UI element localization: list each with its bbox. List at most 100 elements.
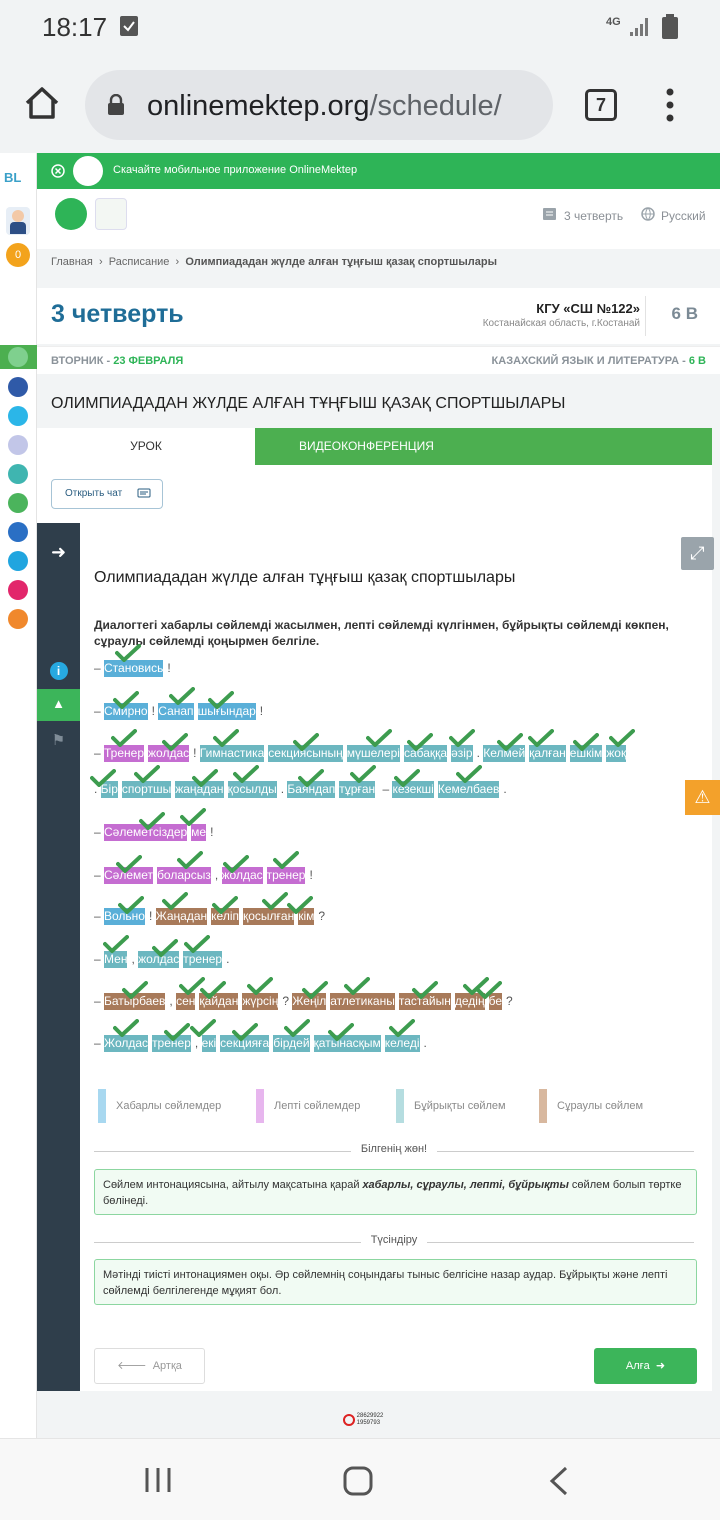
selectable-word[interactable]: қосылды — [227, 781, 277, 798]
home-icon[interactable] — [24, 86, 60, 120]
selectable-word[interactable]: Смирно — [104, 703, 148, 720]
recent-apps-icon[interactable] — [144, 1466, 172, 1494]
rail-item-media[interactable] — [8, 551, 28, 571]
punctuation: – — [94, 746, 105, 760]
selectable-word[interactable]: сен — [176, 993, 196, 1010]
selectable-word[interactable]: дедің — [454, 993, 485, 1010]
selectable-word[interactable]: әзір — [451, 745, 473, 762]
next-button[interactable]: Алға ➜ — [594, 1348, 697, 1384]
selectable-word[interactable]: Сәлеметсіздер — [104, 824, 188, 841]
expand-icon[interactable]: ⤢ — [681, 537, 714, 570]
warning-icon[interactable]: ⚠ — [685, 780, 720, 815]
selectable-word[interactable]: Жаңадан — [155, 908, 208, 925]
selectable-word[interactable]: секциясының — [268, 745, 343, 762]
check-icon — [164, 1023, 191, 1041]
graduation-cap-icon[interactable]: ▲ — [37, 689, 80, 721]
selectable-word[interactable]: Бір — [100, 781, 118, 798]
selectable-word[interactable]: Сәлемет — [104, 867, 154, 884]
rail-item-help[interactable] — [8, 406, 28, 426]
selectable-word[interactable]: тренер — [152, 1035, 191, 1052]
selectable-word[interactable]: ме — [191, 824, 207, 841]
bilimland-logo[interactable]: BL — [4, 170, 22, 185]
rail-item-smart[interactable] — [8, 377, 28, 397]
selectable-word[interactable]: Санап — [158, 703, 194, 720]
tab-videoconference[interactable]: ВИДЕОКОНФЕРЕНЦИЯ — [255, 428, 712, 465]
legend-item-imperative[interactable]: Бұйрықты сөйлем — [392, 1089, 527, 1123]
tab-switcher-button[interactable]: 7 — [585, 89, 617, 121]
selectable-word[interactable]: Тренер — [104, 745, 144, 762]
user-avatar[interactable] — [6, 207, 30, 235]
flag-icon[interactable]: ⚑ — [51, 732, 66, 749]
selectable-word[interactable]: келіп — [211, 908, 239, 925]
more-options-icon[interactable] — [664, 88, 676, 122]
rail-item-green[interactable] — [8, 493, 28, 513]
dialogue-line: – Становись! — [94, 660, 171, 680]
selectable-word[interactable]: тренер — [183, 951, 223, 968]
selectable-word[interactable]: кім — [298, 908, 315, 925]
selectable-word[interactable]: қалған — [529, 745, 566, 762]
rail-item-onlinemektep[interactable] — [0, 345, 37, 369]
selectable-word[interactable]: Келмей — [483, 745, 526, 762]
selectable-word[interactable]: тұрған — [339, 781, 376, 798]
arrow-right-icon[interactable]: ➜ — [50, 542, 67, 562]
selectable-word[interactable]: спортшы — [121, 781, 172, 798]
nis-logo[interactable] — [95, 198, 127, 230]
selectable-word[interactable]: тренер — [266, 867, 306, 884]
info-icon[interactable]: i — [37, 656, 80, 686]
selectable-word[interactable]: қатынасқым — [313, 1035, 381, 1052]
selectable-word[interactable]: тастайын — [398, 993, 451, 1010]
selectable-word[interactable]: жаңадан — [175, 781, 224, 798]
selectable-word[interactable]: жүрсің — [242, 993, 279, 1010]
selectable-word[interactable]: Баяндап — [287, 781, 336, 798]
breadcrumb-home[interactable]: Главная — [51, 256, 93, 268]
selectable-word[interactable]: жоқ — [606, 745, 627, 762]
punctuation: ! — [210, 825, 214, 839]
check-icon — [161, 733, 188, 751]
rail-item-blue[interactable] — [8, 522, 28, 542]
selectable-word[interactable]: Жолдас — [104, 1035, 149, 1052]
quarter-link[interactable]: 3 четверть — [564, 209, 624, 223]
selectable-word[interactable]: Батырбаев — [104, 993, 166, 1010]
app-banner[interactable]: Скачайте мобильное приложение OnlineMekt… — [37, 153, 720, 189]
points-badge[interactable]: 0 — [6, 243, 30, 267]
rail-item-bilim[interactable] — [8, 464, 28, 484]
selectable-word[interactable]: қосылған — [242, 908, 295, 925]
selectable-word[interactable]: шығындар — [197, 703, 256, 720]
back-nav-icon[interactable] — [548, 1466, 570, 1496]
selectable-word[interactable]: боларсыз — [157, 867, 211, 884]
legend-item-interrogative[interactable]: Сұраулы сөйлем — [535, 1089, 670, 1123]
selectable-word[interactable]: Жеңіл — [292, 993, 327, 1010]
selectable-word[interactable]: Гимнастика — [199, 745, 265, 762]
close-icon[interactable] — [51, 164, 65, 178]
selectable-word[interactable]: мүшелері — [346, 745, 400, 762]
selectable-word[interactable]: Становись — [104, 660, 164, 677]
selectable-word[interactable]: бе — [488, 993, 502, 1010]
selectable-word[interactable]: секцияға — [220, 1035, 270, 1052]
selectable-word[interactable]: Кемелбаев — [437, 781, 500, 798]
selectable-word[interactable]: екі — [201, 1035, 217, 1052]
selectable-word[interactable]: Вольно — [104, 908, 145, 925]
selectable-word[interactable]: келеді — [384, 1035, 420, 1052]
language-link[interactable]: Русский — [661, 209, 706, 223]
selectable-word[interactable]: жолдас — [148, 745, 190, 762]
back-button[interactable]: 🡐 Артқа — [94, 1348, 205, 1384]
tab-lesson[interactable]: УРОК — [37, 428, 255, 465]
punctuation: – — [94, 825, 105, 839]
selectable-word[interactable]: атлетиканы — [330, 993, 395, 1010]
rail-item-tutor[interactable] — [8, 580, 28, 600]
open-chat-button[interactable]: Открыть чат — [51, 479, 163, 509]
selectable-word[interactable]: ешкім — [569, 745, 603, 762]
selectable-word[interactable]: Мен — [104, 951, 128, 968]
selectable-word[interactable]: бірдей — [273, 1035, 310, 1052]
selectable-word[interactable]: жолдас — [138, 951, 180, 968]
url-bar[interactable]: onlinemektep.org/schedule/ — [85, 70, 553, 140]
legend-item-exclamatory[interactable]: Лепті сөйлемдер — [252, 1089, 382, 1123]
legend-item-declarative[interactable]: Хабарлы сөйлемдер — [94, 1089, 244, 1123]
breadcrumb-schedule[interactable]: Расписание — [108, 256, 170, 268]
home-nav-icon[interactable] — [343, 1466, 373, 1496]
rail-item-library[interactable] — [8, 435, 28, 455]
check-icon — [183, 935, 210, 953]
onlinemektep-logo[interactable] — [55, 198, 87, 230]
rail-item-orange[interactable] — [8, 609, 28, 629]
